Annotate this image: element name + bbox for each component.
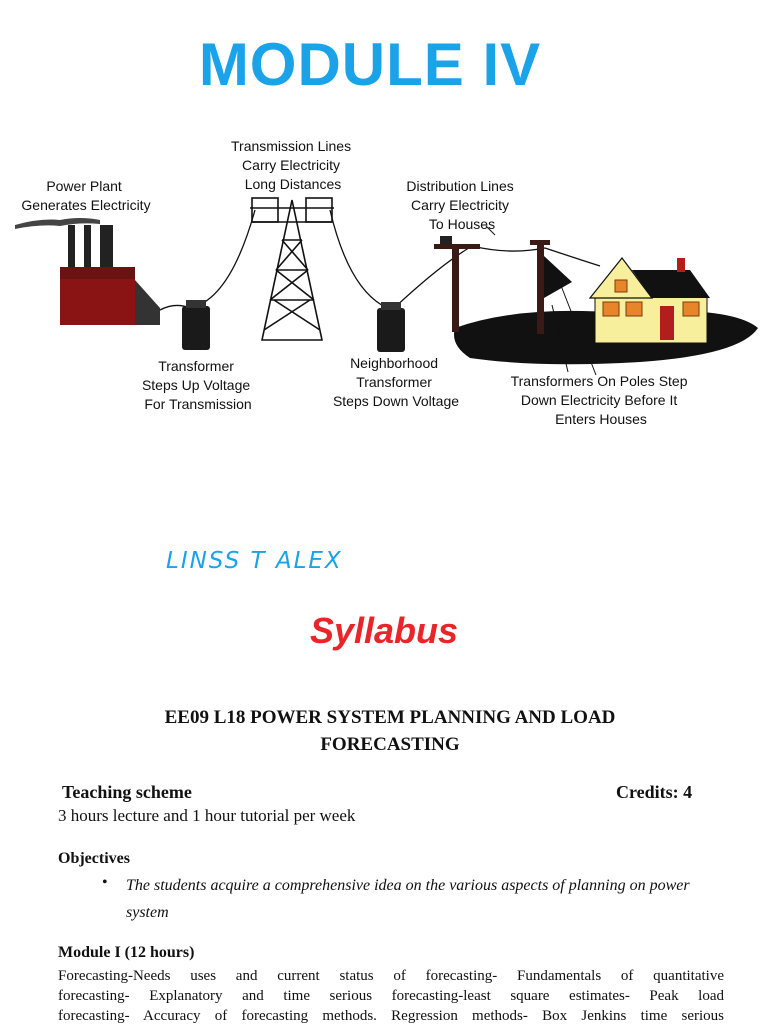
step-up-transformer-label: Transformer Steps Up Voltage For Transmi…	[142, 358, 254, 412]
neighborhood-transformer-label: Neighborhood Transformer Steps Down Volt…	[333, 355, 459, 409]
teaching-scheme-label: Teaching scheme	[62, 782, 192, 802]
module-heading: Module I (12 hours)	[58, 944, 195, 961]
step-up-transformer-illustration	[182, 300, 210, 350]
section-title: Syllabus	[309, 610, 459, 651]
module-text-line: forecasting- Accuracy of forecasting met…	[58, 1008, 724, 1024]
bullet-icon: •	[102, 874, 108, 891]
author-name: LINSS T ALEX	[166, 548, 343, 574]
credits-label: Credits: 4	[616, 782, 693, 802]
utility-poles-illustration	[434, 236, 572, 334]
page-title: MODULE IV	[198, 31, 542, 98]
transmission-lines-label: Transmission Lines Carry Electricity Lon…	[231, 138, 355, 192]
power-plant-label: Power Plant Generates Electricity	[21, 178, 150, 213]
module-text-line: Forecasting-Needs uses and current statu…	[58, 968, 724, 984]
transmission-tower-illustration	[250, 197, 334, 341]
power-plant-illustration	[15, 218, 160, 325]
neighborhood-transformer-illustration	[377, 302, 405, 352]
distribution-lines-label: Distribution Lines Carry Electricity To …	[406, 178, 517, 232]
schedule-text: 3 hours lecture and 1 hour tutorial per …	[58, 806, 356, 825]
module-text: Forecasting-Needs uses and current statu…	[58, 966, 724, 1026]
course-title: EE09 L18 POWER SYSTEM PLANNING AND LOAD …	[164, 707, 616, 755]
pole-transformers-label: Transformers On Poles Step Down Electric…	[511, 373, 692, 427]
power-distribution-diagram: Power Plant Generates Electricity Transm…	[15, 138, 758, 427]
module-text-line: forecasting- Explanatory and time seriou…	[58, 988, 724, 1004]
objectives-heading: Objectives	[58, 850, 130, 867]
house-illustration	[588, 257, 710, 344]
objective-text: The students acquire a comprehensive ide…	[126, 877, 690, 921]
